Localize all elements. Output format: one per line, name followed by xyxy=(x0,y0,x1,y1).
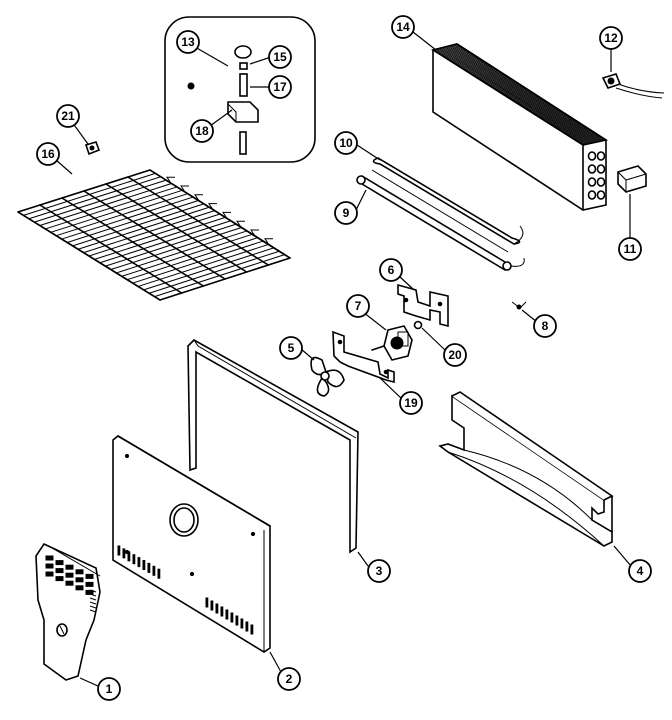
callout-15: 15 xyxy=(268,45,292,69)
shelf-clip-part xyxy=(84,141,101,156)
svg-text:9: 9 xyxy=(343,206,350,220)
inset-detail-box xyxy=(164,16,316,163)
svg-text:12: 12 xyxy=(604,31,618,45)
svg-text:3: 3 xyxy=(376,564,383,578)
callout-16: 16 xyxy=(36,142,60,166)
svg-text:21: 21 xyxy=(61,109,75,123)
heater-tube-part xyxy=(356,175,525,271)
svg-text:18: 18 xyxy=(195,124,209,138)
tube-insert-part xyxy=(239,62,248,97)
callout-1: 1 xyxy=(97,677,121,701)
mounting-bracket-part xyxy=(397,283,449,328)
air-grille-part xyxy=(35,542,101,681)
drain-heater-clip-part xyxy=(601,73,665,99)
callout-7: 7 xyxy=(346,294,370,318)
svg-text:17: 17 xyxy=(273,80,287,94)
svg-text:2: 2 xyxy=(286,672,293,686)
svg-text:4: 4 xyxy=(637,564,644,578)
callout-3: 3 xyxy=(367,559,391,583)
screw-part xyxy=(511,301,527,310)
svg-text:16: 16 xyxy=(41,147,55,161)
svg-text:10: 10 xyxy=(339,136,353,150)
defrost-heater-part xyxy=(371,157,524,253)
svg-text:19: 19 xyxy=(404,396,418,410)
svg-text:20: 20 xyxy=(448,348,462,362)
callout-11: 11 xyxy=(618,237,642,261)
fan-blade-part xyxy=(310,356,345,397)
callout-9: 9 xyxy=(334,201,358,225)
callout-18: 18 xyxy=(190,119,214,143)
svg-text:7: 7 xyxy=(355,299,362,313)
callout-6: 6 xyxy=(379,258,403,282)
svg-text:13: 13 xyxy=(181,35,195,49)
svg-text:6: 6 xyxy=(388,263,395,277)
callout-13: 13 xyxy=(176,30,200,54)
callout-21: 21 xyxy=(56,104,80,128)
drain-tube-part xyxy=(187,45,252,90)
drain-trough-part xyxy=(438,391,614,547)
svg-text:11: 11 xyxy=(624,242,637,256)
callout-5: 5 xyxy=(279,336,303,360)
callout-19: 19 xyxy=(399,391,423,415)
motor-bracket-part xyxy=(332,330,395,384)
callout-4: 4 xyxy=(628,559,652,583)
callout-2: 2 xyxy=(277,667,301,691)
evaporator-part xyxy=(430,43,609,211)
callout-12: 12 xyxy=(599,26,623,50)
callout-14: 14 xyxy=(391,15,415,39)
rear-panel-part xyxy=(112,435,271,653)
svg-text:5: 5 xyxy=(288,341,295,355)
drain-clip-part xyxy=(227,101,259,155)
terminal-block-part xyxy=(617,165,647,193)
callout-17: 17 xyxy=(268,75,292,99)
callout-20: 20 xyxy=(443,343,467,367)
leader-lines xyxy=(55,31,632,687)
svg-text:1: 1 xyxy=(106,682,113,696)
fan-motor-part xyxy=(371,325,413,361)
callout-10: 10 xyxy=(334,131,358,155)
washer-part xyxy=(413,320,423,330)
gasket-frame-part xyxy=(187,339,359,554)
svg-text:8: 8 xyxy=(542,319,549,333)
callout-8: 8 xyxy=(533,314,557,338)
wire-shelf-part xyxy=(17,169,291,301)
svg-text:14: 14 xyxy=(396,20,410,34)
svg-text:15: 15 xyxy=(273,50,287,64)
